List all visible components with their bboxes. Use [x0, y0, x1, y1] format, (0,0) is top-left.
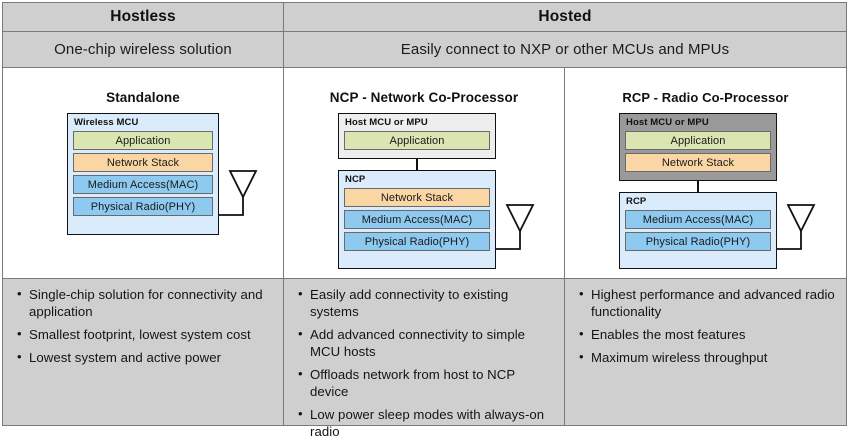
diagram-cell-rcp: RCP - Radio Co-Processor Host MCU or MPU… [565, 68, 846, 278]
header-subtitle-hosted: Easily connect to NXP or other MCUs and … [400, 41, 730, 58]
diagram-title-ncp: NCP - Network Co-Processor [329, 90, 519, 105]
bullet-list-rcp: Highest performance and advanced radio f… [577, 285, 836, 366]
box-host-mcu-or-mpu: Host MCU or MPU Application [338, 113, 496, 159]
layer-application: Application [73, 131, 213, 150]
header-subtitle-cell-hosted: Easily connect to NXP or other MCUs and … [284, 32, 846, 67]
layer-network-stack: Network Stack [625, 153, 771, 172]
bullets-row: Single-chip solution for connectivity an… [3, 279, 846, 439]
antenna-icon [775, 201, 823, 257]
list-item: Enables the most features [577, 325, 836, 343]
layer-physical-radio: Physical Radio(PHY) [625, 232, 771, 251]
box-wireless-mcu: Wireless MCU Application Network Stack M… [67, 113, 219, 235]
diagram-body-standalone: Wireless MCU Application Network Stack M… [3, 113, 283, 263]
bullets-cell-ncp: Easily add connectivity to existing syst… [284, 279, 565, 439]
antenna-icon [494, 201, 542, 257]
layer-medium-access: Medium Access(MAC) [625, 210, 771, 229]
header-subtitle-cell-hostless: One-chip wireless solution [3, 32, 284, 67]
connector-host-to-ncp [416, 159, 418, 170]
diagram-cell-ncp: NCP - Network Co-Processor Host MCU or M… [284, 68, 565, 278]
layer-application: Application [625, 131, 771, 150]
header-row-titles: Hostless Hosted [3, 3, 846, 32]
header-cell-hostless: Hostless [3, 3, 284, 31]
header-title-hostless: Hostless [110, 8, 176, 25]
list-item: Highest performance and advanced radio f… [577, 285, 836, 320]
box-host-mcu-or-mpu: Host MCU or MPU Application Network Stac… [619, 113, 777, 181]
antenna-icon [217, 167, 265, 223]
diagram-title-standalone: Standalone [106, 90, 180, 105]
connector-host-to-rcp [697, 181, 699, 192]
list-item: Offloads network from host to NCP device [296, 365, 554, 400]
bullets-cell-standalone: Single-chip solution for connectivity an… [3, 279, 284, 425]
box-label-ncp: NCP [345, 174, 366, 185]
header-cell-hosted: Hosted [284, 3, 846, 31]
list-item: Smallest footprint, lowest system cost [15, 325, 273, 343]
layer-physical-radio: Physical Radio(PHY) [73, 197, 213, 216]
diagram-body-rcp: Host MCU or MPU Application Network Stac… [565, 113, 846, 269]
layer-medium-access: Medium Access(MAC) [344, 210, 490, 229]
bullet-list-ncp: Easily add connectivity to existing syst… [296, 285, 554, 440]
diagram-row: Standalone Wireless MCU Application Netw… [3, 68, 846, 279]
box-label-host-mcu-or-mpu: Host MCU or MPU [626, 117, 709, 128]
layer-physical-radio: Physical Radio(PHY) [344, 232, 490, 251]
header-row-subtitles: One-chip wireless solution Easily connec… [3, 32, 846, 68]
list-item: Easily add connectivity to existing syst… [296, 285, 554, 320]
layer-network-stack: Network Stack [73, 153, 213, 172]
box-ncp: NCP Network Stack Medium Access(MAC) Phy… [338, 170, 496, 269]
header-title-hosted: Hosted [538, 8, 592, 25]
layer-application: Application [344, 131, 490, 150]
diagram-title-rcp: RCP - Radio Co-Processor [622, 90, 789, 105]
box-label-wireless-mcu: Wireless MCU [74, 117, 139, 128]
layer-medium-access: Medium Access(MAC) [73, 175, 213, 194]
box-label-host-mcu-or-mpu: Host MCU or MPU [345, 117, 428, 128]
list-item: Low power sleep modes with always-on rad… [296, 405, 554, 440]
header-subtitle-hostless: One-chip wireless solution [54, 41, 232, 58]
comparison-diagram: Hostless Hosted One-chip wireless soluti… [0, 0, 850, 429]
list-item: Add advanced connectivity to simple MCU … [296, 325, 554, 360]
diagram-body-ncp: Host MCU or MPU Application NCP Network … [284, 113, 564, 269]
diagram-cell-standalone: Standalone Wireless MCU Application Netw… [3, 68, 284, 278]
list-item: Maximum wireless throughput [577, 348, 836, 366]
box-rcp: RCP Medium Access(MAC) Physical Radio(PH… [619, 192, 777, 269]
bullets-cell-rcp: Highest performance and advanced radio f… [565, 279, 846, 425]
list-item: Single-chip solution for connectivity an… [15, 285, 273, 320]
box-label-rcp: RCP [626, 196, 647, 207]
bullet-list-standalone: Single-chip solution for connectivity an… [15, 285, 273, 366]
layer-network-stack: Network Stack [344, 188, 490, 207]
list-item: Lowest system and active power [15, 348, 273, 366]
